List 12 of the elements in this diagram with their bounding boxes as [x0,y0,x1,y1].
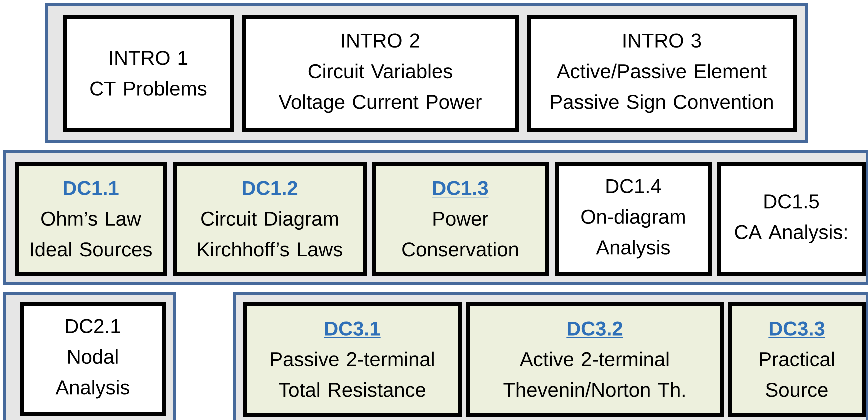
course-box: DC1.1 Ohm’s Law Ideal Sources [15,162,167,276]
course-box: DC2.1 Nodal Analysis [20,302,166,416]
course-box: DC1.3 Power Conservation [372,162,549,276]
course-box: DC1.4 On-diagram Analysis [555,162,712,276]
course-box: DC1.2 Circuit Diagram Kirchhoff’s Laws [173,162,367,276]
course-box: INTRO 3 Active/Passive Element Passive Sign Convention [527,15,797,132]
course-box: DC3.3 Practical Source [728,302,866,417]
course-box: DC1.5 CA Analysis: [717,162,866,276]
course-box: DC3.2 Active 2-terminal Thevenin/Norton Th. [466,302,724,417]
course-box: INTRO 1 CT Problems [63,15,234,132]
course-box: DC3.1 Passive 2-terminal Total Resistance [243,302,462,417]
course-box: INTRO 2 Circuit Variables Voltage Current Power [242,15,519,132]
